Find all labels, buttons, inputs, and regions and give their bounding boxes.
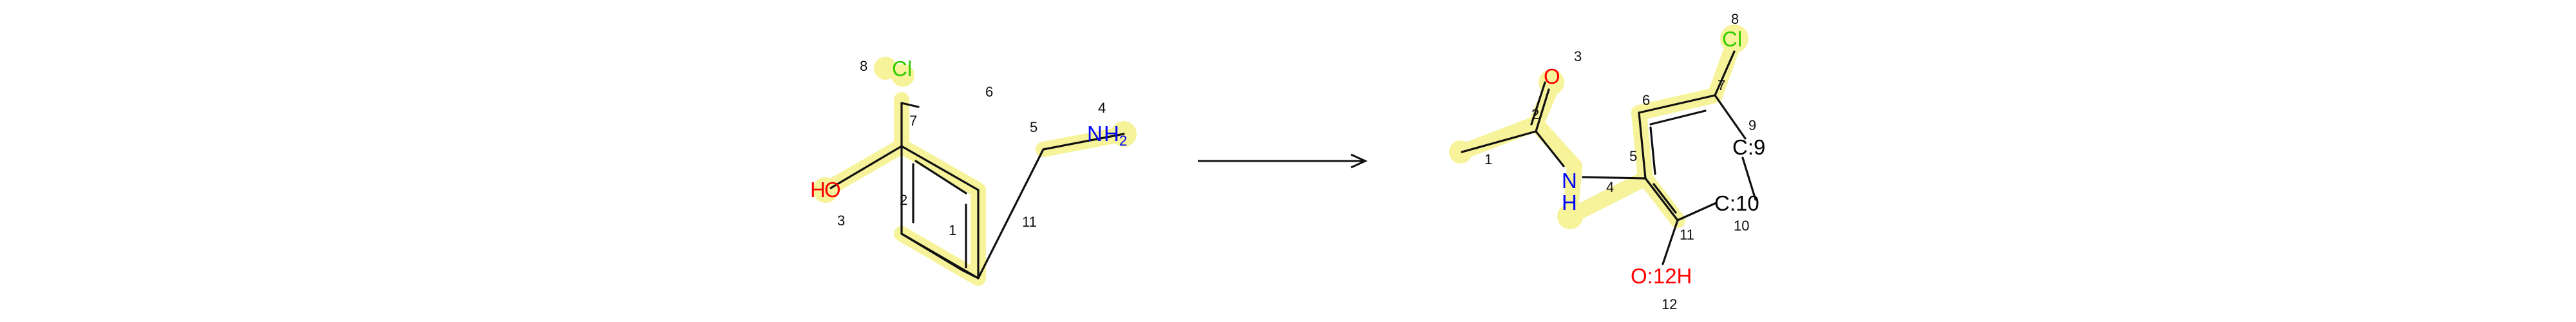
product-map-number: 3 xyxy=(1574,48,1582,64)
reactant-map-number: 1 xyxy=(949,222,956,238)
product-map-number: 8 xyxy=(1731,11,1739,27)
reactant-map-number: 4 xyxy=(1098,100,1106,116)
product-molecule: O N H Cl C:9 C:10 O:12H 1 2 3 4 5 6 7 8 … xyxy=(1449,11,1765,312)
product-map-number: 5 xyxy=(1629,148,1637,164)
reactant-map-number: 6 xyxy=(985,84,993,100)
product-map-number: 4 xyxy=(1606,179,1614,195)
product-highlight xyxy=(1449,24,1748,229)
product-map-number: 10 xyxy=(1734,218,1749,234)
reactant-hydroxyl-o-label: O xyxy=(824,178,841,202)
reactant-map-number: 7 xyxy=(909,113,917,129)
reactant-highlight xyxy=(813,57,1137,286)
product-map-number: 7 xyxy=(1718,77,1725,93)
product-amide-n-label: N xyxy=(1562,169,1577,193)
product-carbon-10-label: C:10 xyxy=(1714,191,1759,215)
product-carbon-9-label: C:9 xyxy=(1732,135,1765,159)
reactant-bonds xyxy=(829,102,1125,279)
product-carbonyl-oxygen-label: O xyxy=(1544,64,1560,88)
reactant-map-number: 8 xyxy=(860,58,867,74)
product-hydroxyl-label: O:12H xyxy=(1631,264,1692,288)
reactant-amine-n-label: N xyxy=(1087,122,1103,146)
reactant-molecule: Cl H O N H 2 1 2 3 4 5 6 7 8 11 xyxy=(810,57,1137,286)
reactant-map-number: 3 xyxy=(837,213,845,229)
product-bonds xyxy=(1461,50,1757,265)
product-amide-h-label: H xyxy=(1562,191,1577,214)
reactant-map-number: 5 xyxy=(1030,119,1037,135)
product-map-number: 9 xyxy=(1748,117,1756,133)
product-map-number: 2 xyxy=(1531,106,1539,122)
product-chlorine-label: Cl xyxy=(1722,27,1742,51)
product-map-number: 11 xyxy=(1680,227,1694,243)
product-map-number: 1 xyxy=(1484,151,1492,167)
reactant-amine-subscript: 2 xyxy=(1119,133,1127,149)
reactant-map-number: 2 xyxy=(900,192,907,208)
reaction-arrow xyxy=(1198,153,1368,169)
reactant-chlorine-label: Cl xyxy=(892,57,912,80)
product-map-number: 12 xyxy=(1662,296,1677,312)
reactant-map-number: 11 xyxy=(1022,214,1037,230)
reactant-amine-h-label: H xyxy=(1104,122,1119,146)
product-map-number: 6 xyxy=(1642,92,1650,108)
reactant-hydroxyl-h-label: H xyxy=(810,178,826,202)
